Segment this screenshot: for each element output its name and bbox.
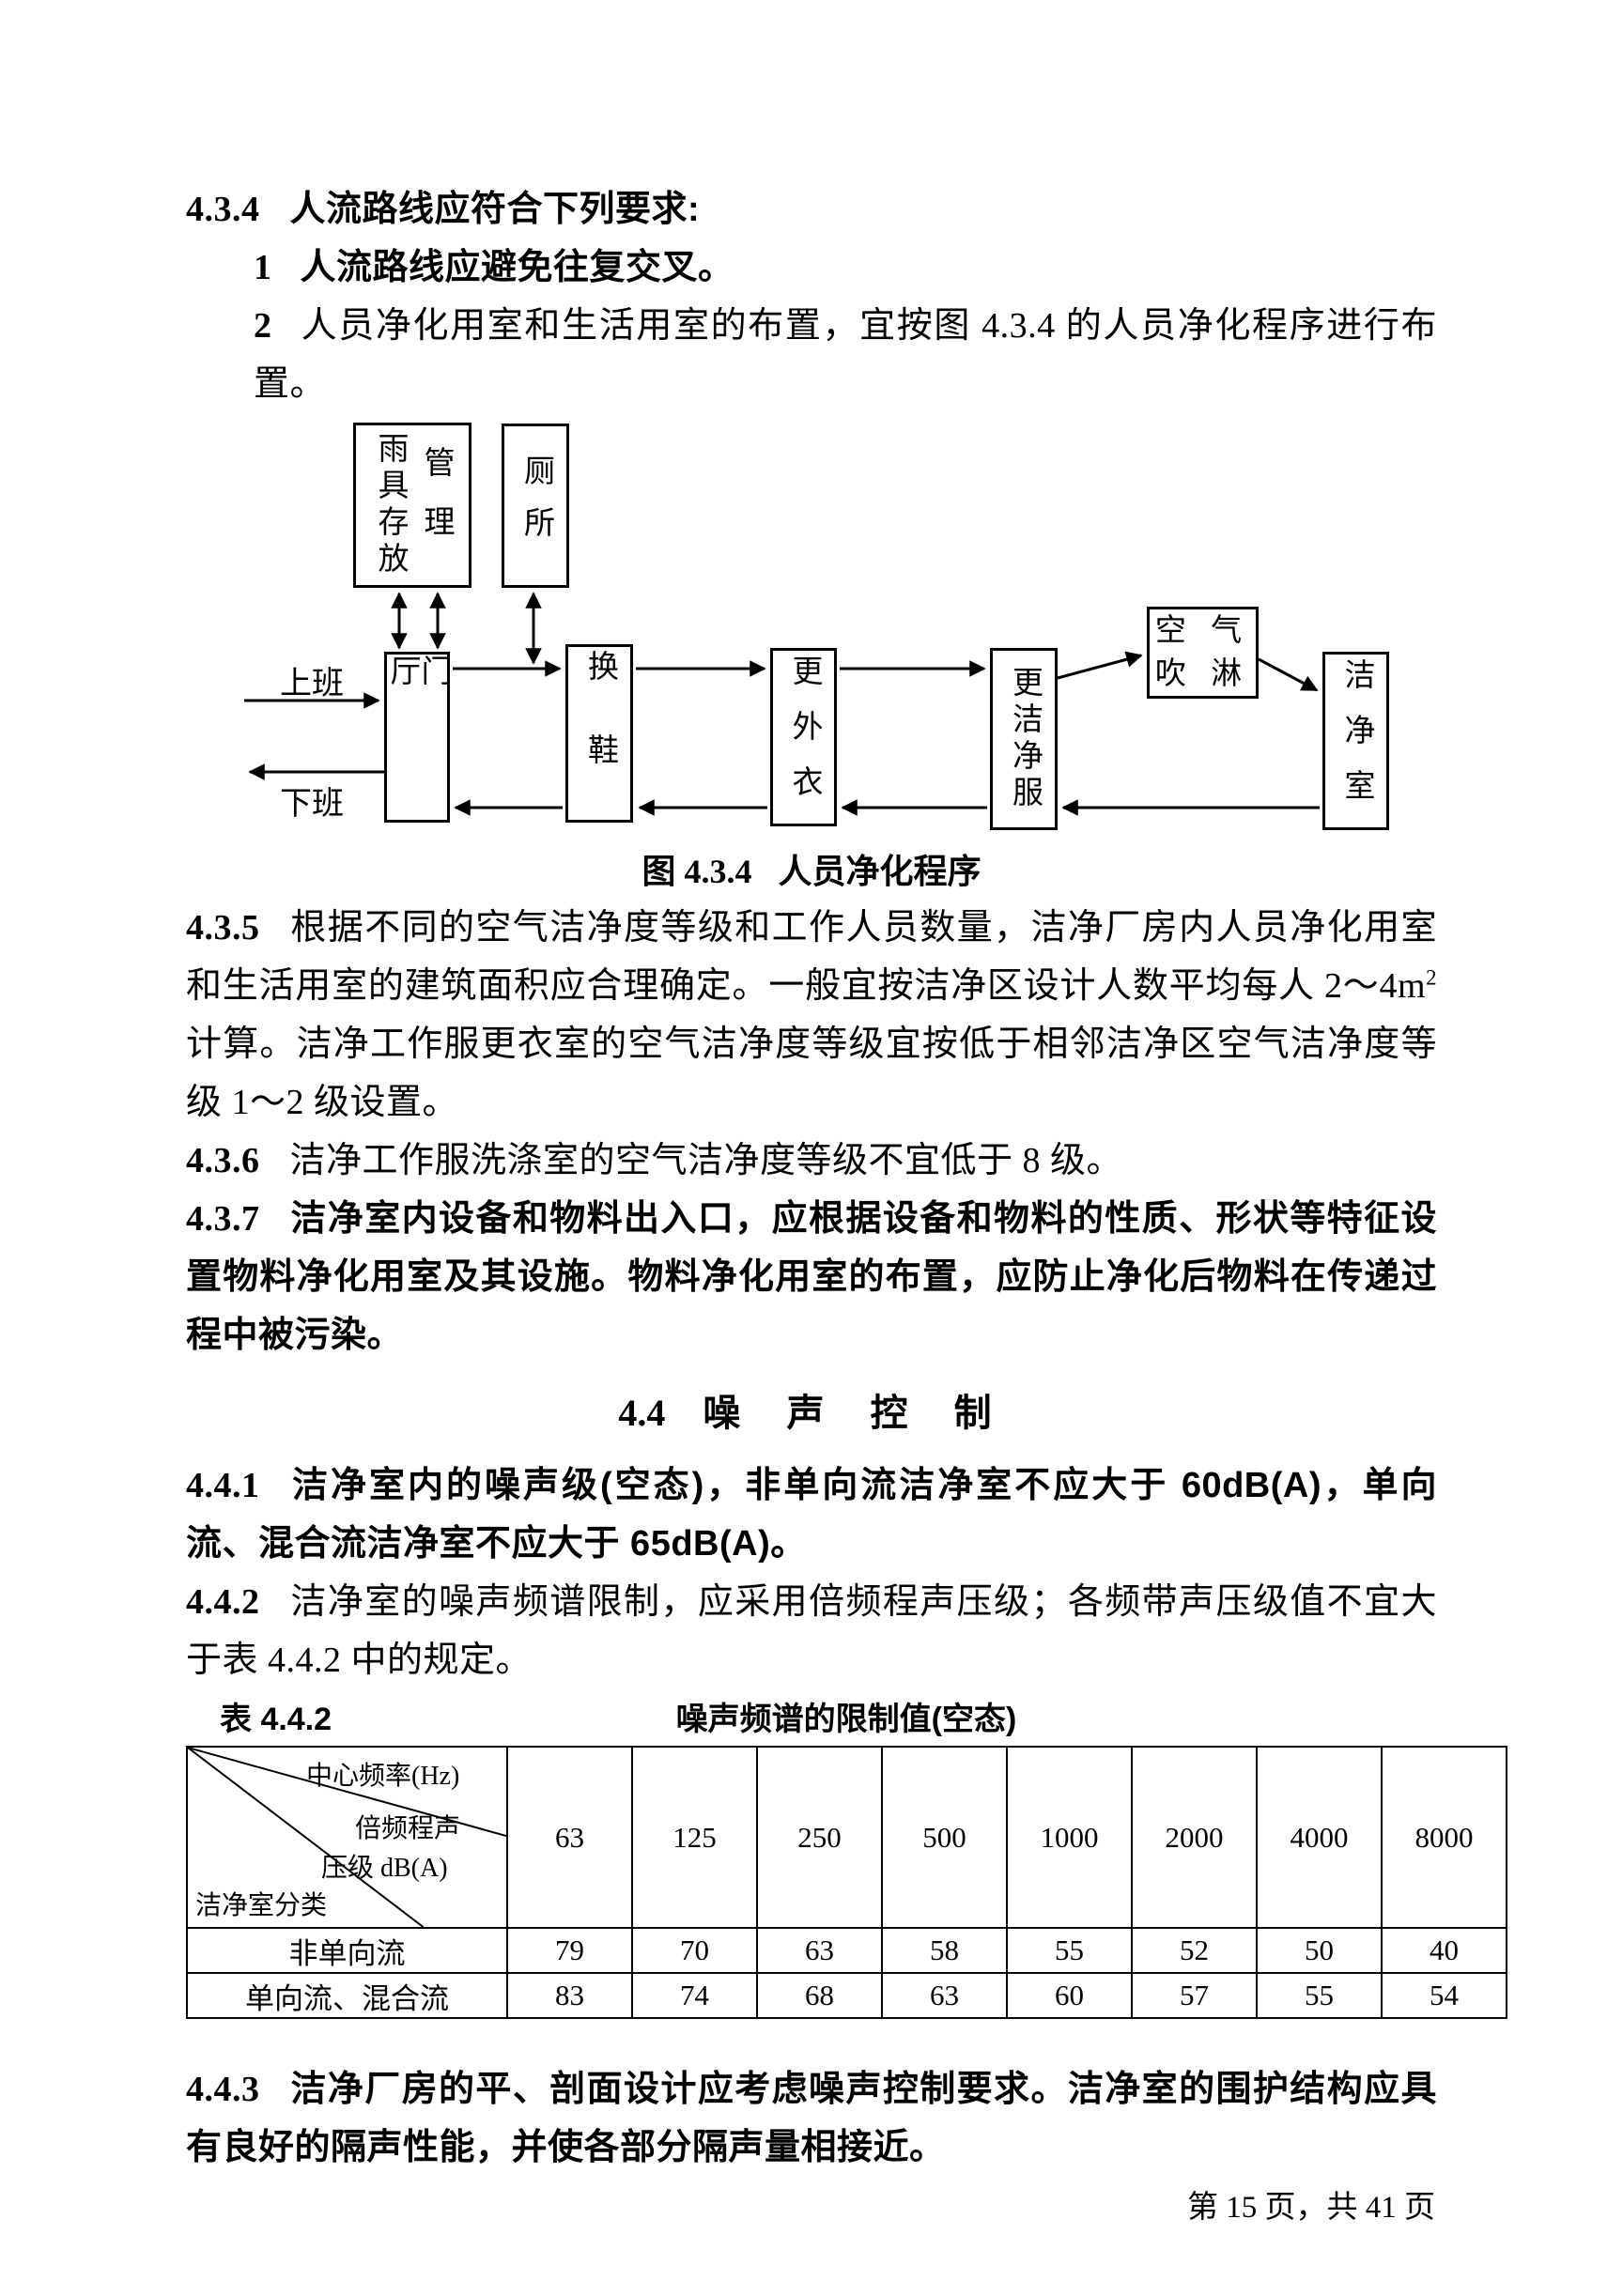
header-octave-band-1: 倍频程声: [355, 1814, 461, 1843]
box-change-shoes: 换鞋: [565, 644, 633, 823]
figure-number: 图 4.3.4: [641, 853, 752, 890]
list-item-1: 1 人流路线应避免往复交叉。: [254, 239, 1437, 297]
header-center-frequency: 中心频率(Hz): [306, 1762, 460, 1791]
table-header-row: 中心频率(Hz) 倍频程声 压级 dB(A) 洁净室分类 63 125 250 …: [186, 1746, 1507, 1929]
cell: 74: [631, 1972, 758, 2019]
box-change-clean-garments: 更洁净服: [990, 648, 1058, 830]
section-4-3-7-number: 4.3.7: [186, 1199, 260, 1239]
cell: 83: [506, 1972, 633, 2019]
heading-4-4-title: 噪 声 控 制: [703, 1393, 1005, 1434]
box-change-outerwear-label: 更外衣: [787, 654, 821, 821]
box-management-label: 管理: [419, 446, 453, 564]
cell: 40: [1381, 1927, 1507, 1974]
box-change-shoes-label: 换鞋: [582, 650, 617, 817]
box-cleanroom-label: 洁净室: [1339, 657, 1373, 824]
cell: 50: [1256, 1927, 1383, 1974]
row-label-unidirectional-mixed: 单向流、混合流: [186, 1972, 508, 2019]
section-4-3-5-text-2: 计算。洁净工作服更衣室的空气洁净度等级宜按低于相邻洁净区空气洁净度等级 1～2 …: [186, 1025, 1437, 1122]
heading-4-4-noise-control: 4.4 噪 声 控 制: [186, 1379, 1437, 1447]
figure-personnel-purification-flow: 上班 下班 雨具存放 管理 厕所 门厅 换鞋 更外衣 更洁净服 空 气 吹 淋 …: [186, 423, 1437, 840]
section-4-3-6-text: 洁净工作服洗涤室的空气洁净度等级不宜低于 8 级。: [289, 1141, 1123, 1180]
section-4-4-2-text: 洁净室的噪声频谱限制，应采用倍频程声压级；各频带声压级值不宜大于表 4.4.2 …: [186, 1582, 1437, 1680]
diagonal-divider-lines: [188, 1748, 506, 1927]
list-item-1-text: 人流路线应避免往复交叉。: [300, 248, 734, 287]
box-entrance-hall-label: 门厅: [385, 655, 450, 738]
page-number: 第 15 页，共 41 页: [1187, 2191, 1435, 2225]
arrow-cleanclothes-to-airshower: [1057, 651, 1143, 680]
section-4-4-3-number: 4.4.3: [186, 2070, 260, 2109]
cell: 57: [1131, 1972, 1258, 2019]
section-4-4-2-number: 4.4.2: [186, 1582, 260, 1622]
header-cleanroom-class: 洁净室分类: [195, 1891, 328, 1920]
list-item-2-number: 2: [254, 306, 272, 346]
noise-spectrum-limit-table: 中心频率(Hz) 倍频程声 压级 dB(A) 洁净室分类 63 125 250 …: [186, 1746, 1507, 2019]
section-4-3-7-text: 洁净室内设备和物料出入口，应根据设备和物料的性质、形状等特征设置物料净化用室及其…: [186, 1199, 1437, 1355]
table-number: 表 4.4.2: [220, 1702, 332, 1737]
table-title: 噪声频谱的限制值(空态): [675, 1702, 1017, 1737]
label-off-work: 下班: [280, 787, 344, 822]
figure-title: 人员净化程序: [778, 852, 982, 890]
cell: 54: [1381, 1972, 1507, 2019]
table-row-unidirectional-mixed: 单向流、混合流 83 74 68 63 60 57 55 54: [186, 1972, 1507, 2019]
section-4-4-1-number: 4.4.1: [186, 1466, 260, 1505]
section-4-4-3-text: 洁净厂房的平、剖面设计应考虑噪声控制要求。洁净室的围护结构应具有良好的隔声性能，…: [186, 2070, 1437, 2167]
table-caption-row: 表 4.4.2 噪声频谱的限制值(空态): [186, 1693, 1437, 1746]
box-cleanroom: 洁净室: [1322, 652, 1389, 830]
cell: 63: [756, 1927, 883, 1974]
cell: 58: [881, 1927, 1008, 1974]
cell: 63: [881, 1972, 1008, 2019]
column-header-2000: 2000: [1131, 1746, 1258, 1929]
box-entrance-hall: 门厅: [384, 652, 450, 823]
table-row-non-unidirectional: 非单向流 79 70 63 58 55 52 50 40: [186, 1927, 1507, 1974]
flow-arrows: [244, 592, 1320, 816]
box-air-shower-label: 空 气 吹 淋: [1154, 614, 1251, 691]
cell: 79: [506, 1927, 633, 1974]
box-change-outerwear: 更外衣: [770, 648, 837, 826]
section-4-3-6: 4.3.6 洁净工作服洗涤室的空气洁净度等级不宜低于 8 级。: [186, 1132, 1437, 1190]
section-4-3-4: 4.3.4 人流路线应符合下列要求:: [186, 180, 1437, 239]
section-4-3-6-number: 4.3.6: [186, 1141, 260, 1180]
column-header-250: 250: [756, 1746, 883, 1929]
cell: 68: [756, 1972, 883, 2019]
superscript-2: 2: [1426, 965, 1437, 990]
column-header-500: 500: [881, 1746, 1008, 1929]
column-header-63: 63: [506, 1746, 633, 1929]
row-label-non-unidirectional: 非单向流: [186, 1927, 508, 1974]
figure-caption: 图 4.3.4 人员净化程序: [186, 844, 1437, 899]
box-air-shower: 空 气 吹 淋: [1147, 607, 1259, 699]
box-toilet-label: 厕所: [518, 454, 553, 558]
diagonal-header-cell: 中心频率(Hz) 倍频程声 压级 dB(A) 洁净室分类: [186, 1746, 508, 1929]
box-change-clean-garments-label: 更洁净服: [1007, 666, 1042, 812]
box-rain-gear-management: 雨具存放 管理: [353, 423, 471, 588]
arrow-airshower-to-cleanroom: [1258, 657, 1319, 692]
box-toilet: 厕所: [502, 424, 569, 588]
cell: 60: [1006, 1972, 1133, 2019]
heading-4-4-number: 4.4: [618, 1392, 666, 1434]
cell: 55: [1006, 1927, 1133, 1974]
cell: 52: [1131, 1927, 1258, 1974]
section-4-4-1-text: 洁净室内的噪声级(空态)，非单向流洁净室不应大于 60dB(A)，单向流、混合流…: [186, 1466, 1437, 1564]
section-4-3-5-text-1: 根据不同的空气洁净度等级和工作人员数量，洁净厂房内人员净化用室和生活用室的建筑面…: [186, 908, 1437, 1006]
header-octave-band-2: 压级 dB(A): [321, 1854, 448, 1883]
column-header-125: 125: [631, 1746, 758, 1929]
section-4-3-4-number: 4.3.4: [186, 190, 260, 229]
label-go-to-work: 上班: [280, 667, 344, 701]
section-4-3-4-text: 人流路线应符合下列要求:: [289, 190, 701, 229]
section-4-3-5-number: 4.3.5: [186, 908, 260, 948]
column-header-8000: 8000: [1381, 1746, 1507, 1929]
cell: 70: [631, 1927, 758, 1974]
list-item-2-text: 人员净化用室和生活用室的布置，宜按图 4.3.4 的人员净化程序进行布置。: [254, 306, 1437, 404]
column-header-4000: 4000: [1256, 1746, 1383, 1929]
cell: 55: [1256, 1972, 1383, 2019]
list-item-1-number: 1: [254, 248, 272, 287]
column-header-1000: 1000: [1006, 1746, 1133, 1929]
box-rain-gear-label: 雨具存放: [373, 432, 407, 578]
